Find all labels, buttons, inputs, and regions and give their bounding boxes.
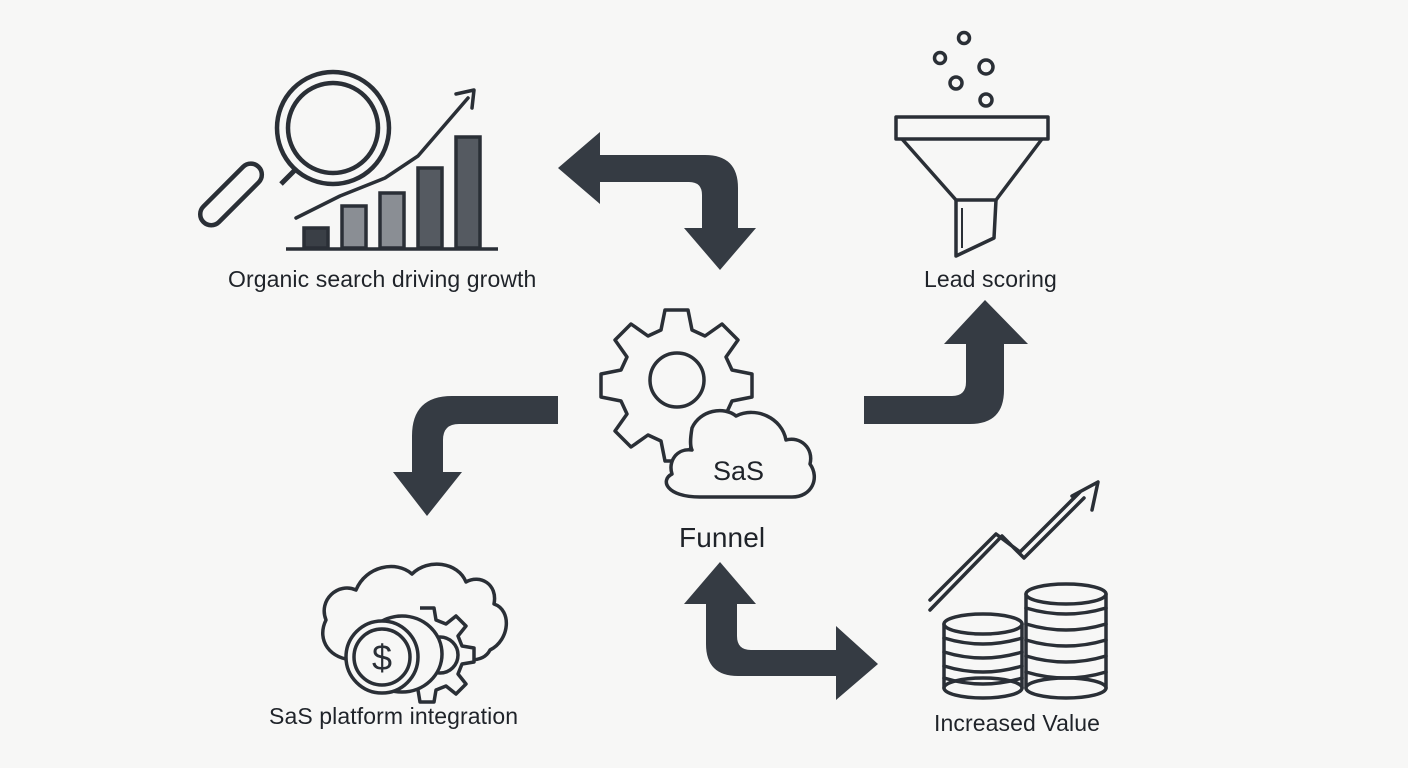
connector-arrow (558, 132, 756, 270)
cloud-icon (664, 408, 816, 499)
svg-text:$: $ (372, 637, 392, 678)
growth-arrow-icon (928, 480, 1100, 612)
dollar-coin-icon (344, 614, 444, 695)
bar-chart (286, 135, 498, 251)
growth-arrow-icon (294, 88, 476, 220)
connector-arrow (864, 300, 1028, 424)
label-sas-platform: SaS platform integration (269, 703, 519, 729)
label-lead-scoring: Lead scoring (924, 266, 1057, 292)
label-increased-value: Increased Value (934, 710, 1101, 736)
coin-stack (1024, 582, 1108, 700)
connector-arrow (393, 396, 558, 516)
cloud-icon (321, 562, 509, 662)
magnifier-growth-chart-icon (197, 69, 498, 251)
cloud-dollar-gear-icon: $ (321, 562, 509, 704)
chart-bar (416, 166, 444, 250)
chart-bar (340, 204, 368, 250)
chart-bar (454, 135, 482, 250)
chart-bar (302, 226, 330, 250)
label-funnel: Funnel (679, 522, 766, 553)
chart-bar (378, 191, 406, 250)
funnel-icon (894, 30, 1050, 258)
coin-stack (942, 612, 1024, 700)
magnifier-icon (197, 69, 392, 228)
cloud-label: SaS (713, 456, 765, 486)
coins-growth-icon (928, 480, 1108, 700)
connector-arrow (684, 562, 878, 700)
label-organic-search: Organic search driving growth (228, 266, 537, 292)
gear-cloud-icon (599, 308, 816, 499)
